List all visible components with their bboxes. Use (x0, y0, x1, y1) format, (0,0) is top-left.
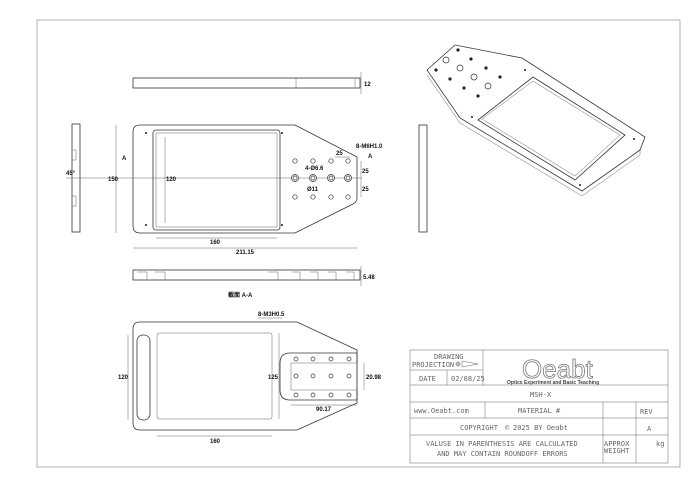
section-label: 截面 A-A (228, 291, 253, 299)
dim-counterbore-holes: 4-Ø6.6 (305, 166, 324, 172)
dim-tapped-holes: 8-M6H1.0 (356, 144, 383, 150)
copyright-icon: © (505, 424, 510, 432)
isometric-view (426, 44, 646, 197)
drawing-frame (36, 19, 681, 468)
rev-value: A (647, 425, 652, 433)
weight-label-1: APPROX (604, 440, 630, 448)
section-marker-left: A (122, 156, 127, 162)
bottom-view: 120 125 160 90.17 20.98 8-M3H0.5 (118, 312, 382, 445)
dim-hole-spacing-y2: 25 (362, 187, 369, 193)
dim-bottom-holes: 8-M3H0.5 (258, 312, 285, 318)
dim-chamfer-angle: 45° (66, 171, 76, 177)
dim-bottom-height: 120 (118, 375, 129, 381)
copyright-label: COPYRIGHT (460, 424, 499, 432)
note-line-1: VALUSE IN PARENTHESIS ARE CALCULATED (426, 440, 578, 448)
section-marker-right: A (368, 154, 373, 160)
bottom-holes (293, 356, 352, 398)
date-value: 02/08/25 (451, 375, 485, 383)
dim-hole-spacing-y1: 25 (362, 169, 369, 175)
dim-counterbore-dia: Ø11 (307, 187, 319, 193)
projection-symbol-icon (455, 360, 479, 368)
dim-pocket-width: 90.17 (316, 407, 332, 413)
plan-holes (145, 132, 352, 226)
title-block: DRAWING PROJECTION DATE 02/08/25 Oeabt O… (409, 349, 669, 464)
rev-label: REV (640, 408, 653, 416)
part-name: MSH-X (530, 391, 552, 399)
dim-section-depth: 5.48 (363, 275, 375, 281)
dim-window-width: 160 (210, 240, 221, 246)
material-label: MATERIAL # (518, 407, 561, 415)
dim-overall-length: 211.15 (236, 250, 255, 256)
copyright-year: 2025 BY Oeabt (513, 424, 568, 432)
date-label: DATE (419, 375, 436, 383)
dim-height: 150 (108, 177, 119, 183)
plan-view: 150 120 160 211.15 25 25 25 4-Ø6.6 Ø11 8… (66, 124, 383, 256)
dim-hole-spacing-x: 25 (336, 151, 343, 157)
drawing-label: DRAWING (434, 353, 464, 361)
dim-window-height: 120 (166, 177, 177, 183)
weight-unit: kg (656, 440, 664, 448)
projection-label: PROJECTION (412, 361, 454, 369)
right-side-view (418, 124, 428, 233)
dim-pocket-height: 20.98 (366, 375, 382, 381)
website: www.Oeabt.com (414, 407, 469, 415)
logo-subtitle: Optics Experiment and Basic Teaching (507, 380, 599, 386)
note-line-2: AND MAY CONTAIN ROUNDOFF ERRORS (437, 450, 568, 458)
dim-thickness: 12 (364, 82, 371, 88)
top-edge-view: 12 (132, 72, 371, 94)
logo: Oeabt (522, 354, 594, 384)
dim-bottom-inner-height: 125 (268, 375, 279, 381)
dim-bottom-width: 160 (210, 439, 221, 445)
section-view: 5.48 截面 A-A (132, 266, 375, 299)
weight-label-2: WEIGHT (604, 447, 630, 455)
